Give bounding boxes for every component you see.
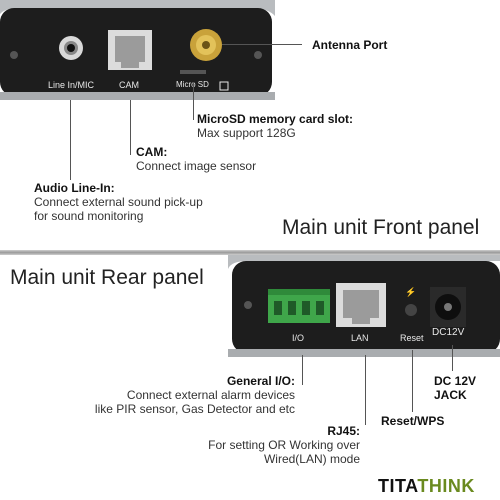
- screw-icon: [10, 51, 18, 59]
- audio-callout-desc-2: for sound monitoring: [34, 209, 144, 223]
- audio-callout-desc-1: Connect external sound pick-up: [34, 195, 203, 209]
- dc-callout-title-1: DC 12V: [434, 374, 477, 388]
- screw-icon: [244, 301, 252, 309]
- dc-callout-title-2: JACK: [434, 388, 467, 402]
- reset-port-label: Reset: [400, 333, 424, 343]
- leader-cam: [130, 100, 131, 155]
- leader-rj45: [365, 355, 366, 425]
- front-panel-title: Main unit Front panel: [282, 216, 480, 239]
- brand-part-2: THINK: [417, 476, 475, 496]
- microsd-slot-icon: [180, 70, 206, 74]
- brand-logo: TITATHINK: [378, 476, 475, 497]
- rj45-callout: RJ45: For setting OR Working over Wired(…: [150, 424, 360, 466]
- leader-dc: [452, 345, 453, 371]
- microsd-callout: MicroSD memory card slot: Max support 12…: [197, 112, 353, 140]
- cam-callout: CAM: Connect image sensor: [136, 145, 256, 173]
- dc-port-label: DC12V: [432, 327, 465, 338]
- io-port-label: I/O: [292, 333, 305, 343]
- lan-port-label: LAN: [351, 333, 369, 343]
- audio-callout: Audio Line-In: Connect external sound pi…: [34, 181, 203, 223]
- cam-callout-desc: Connect image sensor: [136, 159, 257, 173]
- leader-gpio: [302, 355, 303, 385]
- leader-audio: [70, 100, 71, 180]
- front-device: Line In/MIC CAM Micro SD: [0, 0, 275, 105]
- leader-reset: [412, 350, 413, 412]
- gpio-callout-desc-2: like PIR sensor, Gas Detector and etc: [94, 402, 295, 416]
- cam-callout-title: CAM:: [136, 145, 168, 159]
- section-divider: [0, 250, 500, 255]
- leader-antenna: [222, 44, 302, 45]
- microsd-callout-desc: Max support 128G: [197, 126, 296, 140]
- microsd-callout-title: MicroSD memory card slot:: [197, 112, 354, 126]
- reset-callout-title: Reset/WPS: [381, 414, 445, 428]
- gpio-callout: General I/O: Connect external alarm devi…: [55, 374, 295, 416]
- gpio-callout-title: General I/O:: [226, 374, 295, 388]
- cam-port-label: CAM: [119, 80, 139, 90]
- leader-microsd: [193, 82, 194, 120]
- rj45-callout-title: RJ45:: [327, 424, 360, 438]
- brand-part-1: TITA: [378, 476, 418, 496]
- rear-device: ⚡ I/O LAN Reset DC12V: [228, 255, 500, 360]
- gpio-callout-desc-1: Connect external alarm devices: [126, 388, 295, 402]
- svg-text:⚡: ⚡: [405, 286, 416, 298]
- rear-device-illustration: ⚡: [228, 255, 500, 357]
- dc-callout: DC 12V JACK: [434, 374, 476, 402]
- antenna-callout-title: Antenna Port: [312, 38, 388, 52]
- rj45-callout-desc-1: For setting OR Working over: [208, 438, 360, 452]
- audio-callout-title: Audio Line-In:: [34, 181, 115, 195]
- rj45-callout-desc-2: Wired(LAN) mode: [263, 452, 360, 466]
- line-in-port-label: Line In/MIC: [48, 80, 95, 90]
- front-device-illustration: [0, 0, 275, 100]
- reset-button-icon: [405, 304, 417, 316]
- rear-panel-title: Main unit Rear panel: [10, 266, 204, 289]
- screw-icon: [254, 51, 262, 59]
- microsd-port-label: Micro SD: [176, 80, 209, 89]
